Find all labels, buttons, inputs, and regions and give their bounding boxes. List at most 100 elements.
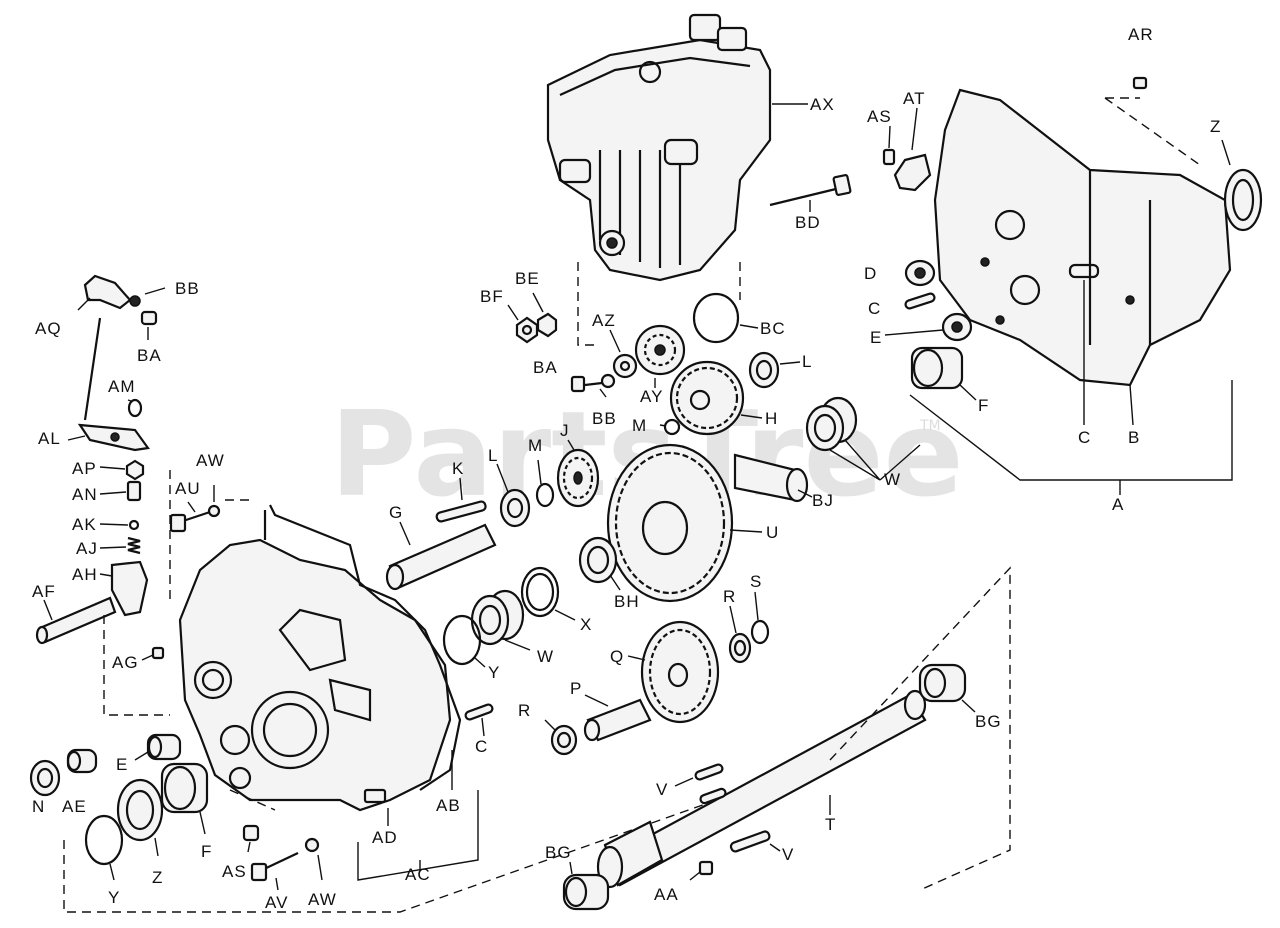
callout-AC: AC: [405, 865, 431, 884]
callout-AE: AE: [62, 797, 87, 816]
pin-part: [583, 698, 652, 742]
callout-AV: AV: [265, 893, 288, 912]
washer-part: [805, 396, 858, 452]
gear-part: [556, 448, 600, 508]
callout-Y-lower: Y: [108, 888, 120, 907]
nut-part: [515, 312, 558, 344]
callout-BB-middle: BB: [592, 409, 617, 428]
callout-L-left: L: [488, 446, 498, 465]
gear-part: [669, 360, 745, 436]
right-housing-part: [933, 88, 1232, 387]
callout-AD: AD: [372, 828, 398, 847]
callout-AS-lower: AS: [222, 862, 247, 881]
sleeve-part: [733, 453, 809, 503]
callout-V-lower: V: [782, 845, 794, 864]
callout-AQ: AQ: [35, 319, 62, 338]
callout-N: N: [32, 797, 45, 816]
callout-BC: BC: [760, 319, 786, 338]
callout-C-upper: C: [868, 299, 881, 318]
large-gear-part: [606, 443, 734, 603]
callout-BB-left: BB: [175, 279, 200, 298]
callout-F-lower: F: [201, 842, 212, 861]
left-housing-part: [178, 538, 452, 812]
callout-Z-lower: Z: [152, 868, 163, 887]
small-gear-part: [634, 324, 686, 376]
callout-H: H: [765, 409, 778, 428]
needle-bearing-part: [910, 346, 964, 390]
callout-Y-middle: Y: [488, 663, 500, 682]
callout-AL: AL: [38, 429, 61, 448]
callout-A: A: [1112, 495, 1124, 514]
callout-Q: Q: [610, 647, 624, 666]
callout-BF: BF: [480, 287, 504, 306]
callout-U: U: [766, 523, 779, 542]
callout-AW-upper: AW: [196, 451, 225, 470]
engine-part: [546, 13, 772, 282]
seal-ring-part: [1223, 168, 1263, 232]
callout-K: K: [452, 459, 464, 478]
callout-AB: AB: [436, 796, 461, 815]
callout-AJ: AJ: [76, 539, 98, 558]
callout-J: J: [560, 421, 570, 440]
bushing-part: [918, 663, 967, 703]
bushing-part: [941, 312, 973, 342]
callout-BA-left: BA: [137, 346, 162, 365]
callout-M-upper: M: [632, 416, 647, 435]
callout-labels: AR AX AS AT Z BD D C E F C B A W BB AQ B…: [32, 25, 1221, 912]
callout-AY: AY: [640, 387, 663, 406]
callout-X: X: [580, 615, 592, 634]
lever-part: [77, 423, 150, 452]
bolt-part: [570, 373, 616, 393]
callout-S: S: [750, 572, 762, 591]
bearing-part: [904, 259, 936, 287]
callout-F-upper: F: [978, 396, 989, 415]
callout-BG-right: BG: [975, 712, 1002, 731]
callout-AS-top: AS: [867, 107, 892, 126]
callout-AF: AF: [32, 582, 56, 601]
bolt-part: [769, 174, 852, 207]
callout-AM: AM: [108, 377, 136, 396]
callout-P: P: [570, 679, 582, 698]
callout-BG-left: BG: [545, 843, 572, 862]
callout-AA: AA: [654, 885, 679, 904]
callout-AX: AX: [810, 95, 835, 114]
callout-BH: BH: [614, 592, 640, 611]
callout-R-left: R: [518, 701, 531, 720]
bracket-part: [83, 274, 141, 310]
callout-W-left: W: [537, 647, 554, 666]
callout-AG: AG: [112, 653, 139, 672]
callout-Z-top: Z: [1210, 117, 1221, 136]
shaft-part: [385, 523, 497, 591]
callout-W-right: W: [884, 470, 901, 489]
watermark-trademark: TM: [919, 418, 941, 434]
bearing-part: [578, 536, 618, 584]
bushing-part: [562, 873, 610, 911]
callout-BE: BE: [515, 269, 540, 288]
callout-V-upper: V: [656, 780, 668, 799]
callout-AP: AP: [72, 459, 97, 478]
callout-AH: AH: [72, 565, 98, 584]
callout-AK: AK: [72, 515, 97, 534]
callout-AU: AU: [175, 479, 201, 498]
callout-AN: AN: [72, 485, 98, 504]
axle-part: [596, 689, 927, 889]
callout-C-lower: C: [475, 737, 488, 756]
callout-B: B: [1128, 428, 1140, 447]
fitting-part: [882, 148, 932, 192]
gear-part: [640, 620, 720, 724]
callout-R-right: R: [723, 587, 736, 606]
callout-AT: AT: [903, 89, 925, 108]
callout-L-right: L: [802, 352, 812, 371]
callout-BA-middle: BA: [533, 358, 558, 377]
callout-BJ: BJ: [812, 491, 834, 510]
callout-AW-lower: AW: [308, 890, 337, 909]
callout-BD: BD: [795, 213, 821, 232]
callout-C-right: C: [1078, 428, 1091, 447]
callout-E-upper: E: [870, 328, 882, 347]
callout-T: T: [825, 815, 836, 834]
callout-AR: AR: [1128, 25, 1154, 44]
callout-E-lower: E: [116, 755, 128, 774]
callout-AZ: AZ: [592, 311, 616, 330]
callout-G: G: [389, 503, 403, 522]
